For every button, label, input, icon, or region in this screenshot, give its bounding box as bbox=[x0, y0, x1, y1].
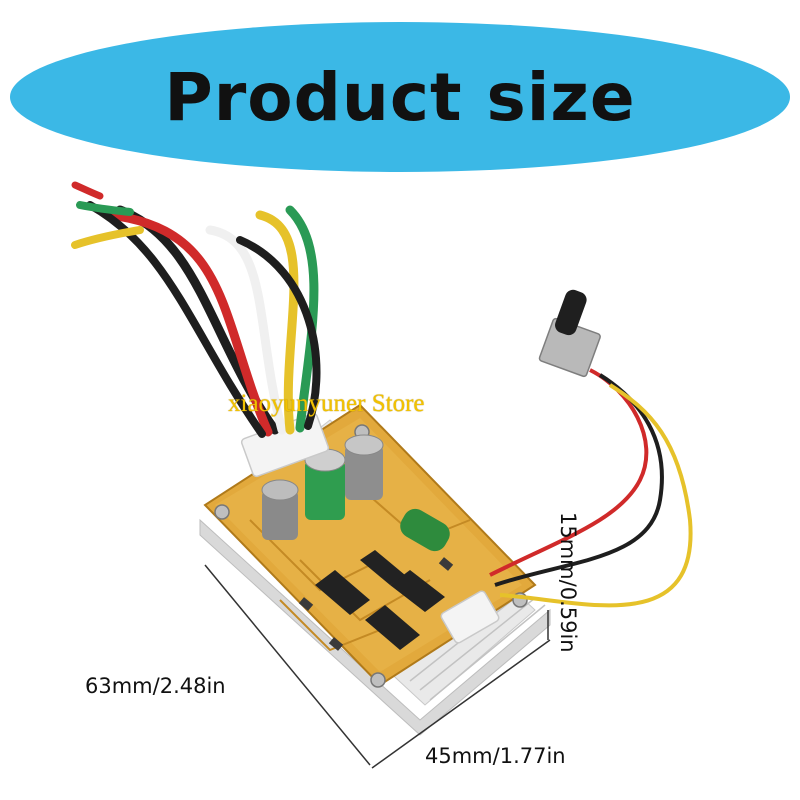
banner-title: Product size bbox=[164, 58, 636, 136]
length-dimension-label: 63mm/2.48in bbox=[85, 674, 226, 698]
width-dimension-label: 45mm/1.77in bbox=[425, 744, 566, 768]
potentiometer bbox=[489, 289, 693, 608]
store-watermark: xiaoyunyuner Store bbox=[228, 390, 425, 417]
chip-1 bbox=[315, 570, 370, 615]
title-banner: Product size bbox=[10, 22, 790, 172]
height-dimension-label: 15mm/0.59in bbox=[556, 512, 580, 653]
chip-4 bbox=[360, 550, 405, 585]
motor-wires bbox=[71, 181, 321, 438]
capacitors bbox=[261, 434, 450, 552]
dimension-lines bbox=[204, 564, 551, 769]
chip-2 bbox=[365, 605, 420, 650]
chip-3 bbox=[390, 570, 445, 612]
